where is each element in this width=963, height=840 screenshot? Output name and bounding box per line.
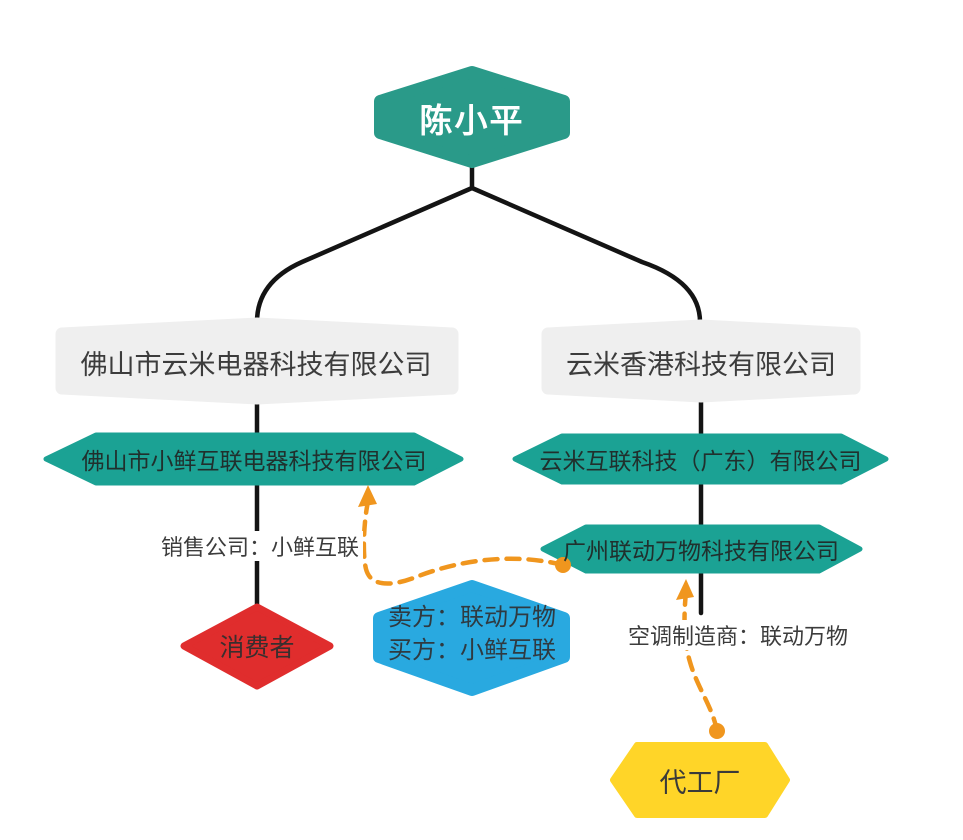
right-sub2-node-shape[interactable]: [540, 524, 863, 574]
left-parent-node-shape[interactable]: [55, 317, 459, 405]
arrowhead-right-icon: [676, 579, 694, 600]
left-sub-node-shape[interactable]: [43, 432, 464, 486]
right-parent-node-label[interactable]: 云米香港科技有限公司: [566, 349, 836, 381]
deal-note-seller-line: 卖方：联动万物: [388, 603, 556, 631]
left-parent-node-label[interactable]: 佛山市云米电器科技有限公司: [80, 349, 432, 381]
dashed-arrow-factory-origin-dot: [709, 723, 725, 739]
right-sub1-node-label[interactable]: 云米互联科技（广东）有限公司: [539, 449, 862, 475]
dashed-arrow-deal-to-left-sub: [361, 494, 566, 586]
left-sub-node-label[interactable]: 佛山市小鲜互联电器科技有限公司: [81, 449, 427, 475]
right-sub2-node-label[interactable]: 广州联动万物科技有限公司: [563, 539, 839, 565]
deal-note-shape[interactable]: [373, 580, 570, 696]
factory-node-shape[interactable]: [610, 742, 790, 818]
root-node-label[interactable]: 陈小平: [419, 101, 525, 140]
arrowhead-left-icon: [358, 485, 377, 507]
factory-node-label[interactable]: 代工厂: [659, 767, 741, 799]
connector-root-tree: [254, 160, 703, 325]
deal-note[interactable]: 卖方：联动万物 买方：小鲜互联: [381, 603, 563, 665]
consumer-node-label[interactable]: 消费者: [219, 633, 295, 662]
right-sub1-node-shape[interactable]: [512, 433, 889, 485]
root-node-shape[interactable]: [374, 66, 570, 168]
sales-company-edge-label: 销售公司：小鲜互联: [157, 531, 363, 561]
dashed-arrow-left-origin-dot: [555, 557, 571, 573]
deal-note-buyer-line: 买方：小鲜互联: [388, 636, 556, 664]
consumer-node-shape[interactable]: [180, 603, 334, 690]
dashed-arrow-factory-to-right-sub2: [682, 589, 720, 734]
manufacturer-edge-label: 空调制造商：联动万物: [589, 620, 887, 650]
right-parent-node-shape[interactable]: [541, 319, 861, 403]
